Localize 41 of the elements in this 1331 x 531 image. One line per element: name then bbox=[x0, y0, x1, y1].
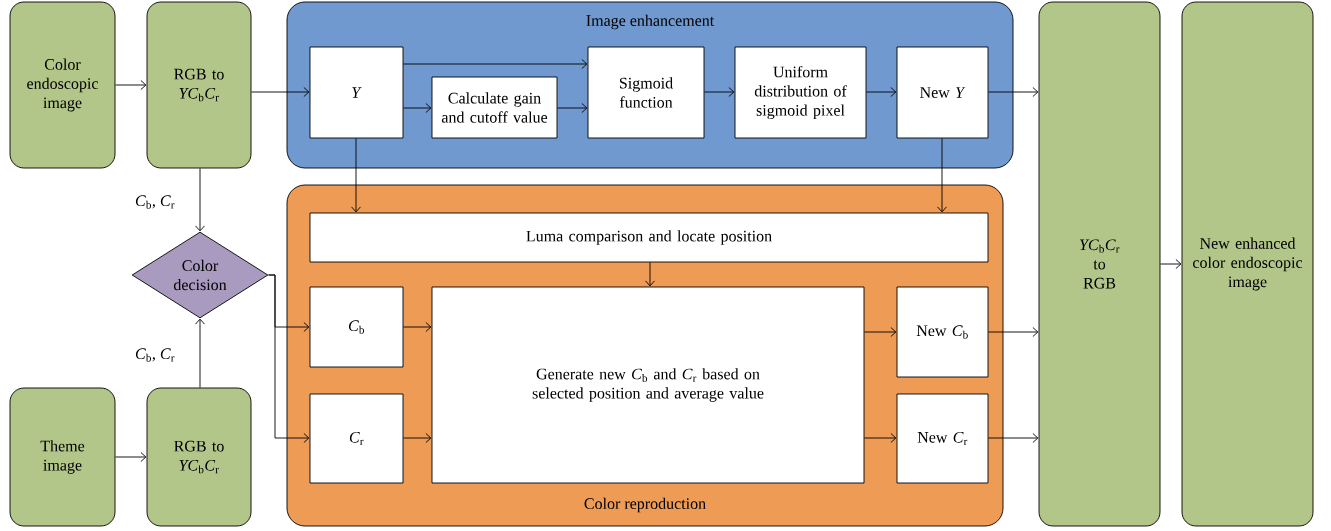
arrow bbox=[988, 433, 1039, 443]
process-box: YC$_{b}$C$_{r}$ to RGB bbox=[1038, 1, 1161, 527]
arrow bbox=[988, 327, 1039, 337]
arrow bbox=[864, 327, 897, 337]
process-box: New Y bbox=[896, 46, 989, 139]
arrow bbox=[195, 168, 205, 232]
process-box: New enhanced color endoscopic image bbox=[1181, 1, 1314, 527]
process-box: RGB to YC$_{b}$C$_{r}$ bbox=[146, 1, 252, 169]
arrow bbox=[1160, 259, 1182, 269]
arrow bbox=[403, 322, 432, 332]
process-box: Uniform distribution of sigmoid pixel bbox=[734, 46, 867, 139]
arrow bbox=[937, 138, 947, 213]
process-box: Color endoscopic image bbox=[9, 1, 116, 169]
arrow bbox=[351, 138, 361, 213]
arrow bbox=[988, 87, 1039, 97]
process-box: Calculate gain and cutoff value bbox=[431, 76, 558, 139]
arrow bbox=[403, 433, 432, 443]
arrow bbox=[866, 87, 897, 97]
process-box: Theme image bbox=[9, 387, 116, 527]
arrow bbox=[704, 87, 735, 97]
arrow bbox=[557, 103, 588, 113]
arrow bbox=[115, 452, 147, 462]
process-box: C$_{r}$ bbox=[309, 393, 404, 484]
arrow bbox=[115, 80, 147, 90]
process-box: Y bbox=[309, 46, 404, 139]
arrow bbox=[864, 433, 897, 443]
arrow bbox=[195, 318, 205, 388]
arrow bbox=[251, 87, 310, 97]
process-box: C$_{b}$ bbox=[309, 286, 404, 368]
process-box: Generate new C$_{b}$ and C$_{r}$ based on selected position and average value bbox=[431, 286, 865, 484]
arrow bbox=[403, 103, 432, 113]
process-box: New C$_{b}$ bbox=[896, 286, 989, 378]
arrow bbox=[268, 274, 310, 443]
process-box: RGB to YC$_{b}$C$_{r}$ bbox=[146, 387, 252, 527]
arrow bbox=[403, 59, 588, 69]
edge-label: C$_{b}$, C$_{r}$ bbox=[134, 347, 176, 363]
arrow bbox=[645, 262, 655, 287]
edge-label: C$_{b}$, C$_{r}$ bbox=[134, 194, 176, 210]
process-box: Sigmoid function bbox=[587, 46, 705, 139]
process-box: New C$_{r}$ bbox=[896, 393, 989, 484]
process-box: Luma comparison and locate position bbox=[309, 212, 989, 263]
